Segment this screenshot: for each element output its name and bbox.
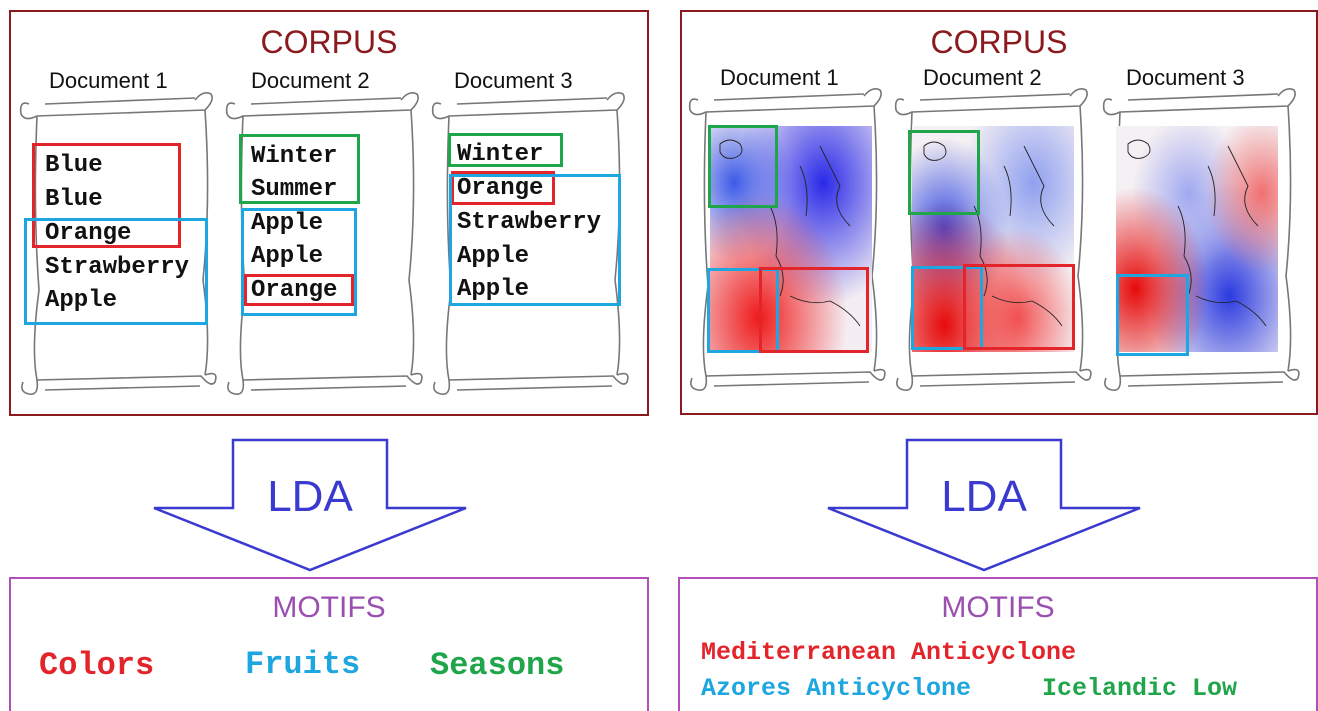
- right-doc2-label: Document 2: [923, 65, 1042, 90]
- doc3-seasons-highlight: [448, 133, 563, 167]
- scroll-icon: [19, 92, 217, 396]
- left-doc2-label: Document 2: [251, 68, 370, 93]
- doc2-colors-highlight: [244, 274, 354, 306]
- right-doc3-label: Document 3: [1126, 65, 1245, 90]
- motif-icelandic-low: Icelandic Low: [1042, 674, 1238, 703]
- right-lda-label: LDA: [941, 472, 1027, 521]
- scroll-icon: [431, 92, 629, 396]
- left-motifs-panel: MOTIFS Colors Fruits Seasons: [9, 577, 649, 711]
- map2-mediterranean-highlight: [963, 264, 1075, 350]
- left-lda-arrow: [153, 438, 467, 572]
- map1-azores-highlight: [707, 268, 779, 353]
- doc1-word: Blue: [45, 186, 103, 213]
- doc1-colors-highlight: [32, 143, 181, 248]
- doc2-word: Winter: [251, 143, 338, 170]
- pressure-anomaly-map-1: [710, 126, 872, 352]
- right-lda-arrow: [827, 438, 1141, 572]
- left-doc1-label: Document 1: [49, 68, 168, 93]
- left-corpus-title: CORPUS: [260, 24, 398, 60]
- right-motifs-title: MOTIFS: [941, 591, 1055, 624]
- pressure-anomaly-map-2: [912, 126, 1074, 352]
- pressure-anomaly-map-3: [1116, 126, 1278, 352]
- doc2-word: Apple: [251, 210, 324, 237]
- motif-fruits: Fruits: [245, 646, 361, 683]
- doc3-word: Winter: [457, 141, 544, 168]
- doc3-fruits-highlight: [449, 174, 621, 306]
- doc1-fruits-highlight: [24, 218, 208, 325]
- right-corpus-panel: CORPUS Document 1 Document 2 Document 3: [680, 10, 1318, 415]
- map2-azores-highlight: [911, 266, 983, 350]
- right-motifs-panel: MOTIFS Mediterranean Anticyclone Azores …: [678, 577, 1318, 711]
- doc2-word: Orange: [251, 277, 338, 304]
- left-lda-label: LDA: [267, 472, 353, 521]
- motif-colors: Colors: [39, 647, 155, 684]
- motif-azores-anticyclone: Azores Anticyclone: [701, 674, 972, 703]
- map1-mediterranean-highlight: [759, 267, 869, 353]
- doc3-word: Apple: [457, 243, 530, 270]
- left-corpus-panel: CORPUS Document 1 Document 2 Document 3: [9, 10, 649, 416]
- doc1-word: Apple: [45, 287, 118, 314]
- map2-icelandic-highlight: [908, 130, 980, 215]
- doc3-word: Orange: [457, 175, 544, 202]
- doc2-word: Apple: [251, 243, 324, 270]
- motif-seasons: Seasons: [430, 647, 565, 684]
- doc2-word: Summer: [251, 176, 338, 203]
- doc1-word: Orange: [45, 220, 132, 247]
- doc3-colors-highlight: [451, 171, 555, 205]
- motif-mediterranean-anticyclone: Mediterranean Anticyclone: [701, 638, 1077, 667]
- doc3-word: Apple: [457, 276, 530, 303]
- right-corpus-title: CORPUS: [930, 24, 1068, 60]
- map3-azores-highlight: [1116, 274, 1189, 356]
- map1-icelandic-highlight: [708, 125, 778, 208]
- doc2-seasons-highlight: [239, 134, 360, 204]
- doc1-word: Strawberry: [45, 254, 190, 281]
- right-doc1-label: Document 1: [720, 65, 839, 90]
- doc2-fruits-highlight: [241, 208, 357, 316]
- left-motifs-title: MOTIFS: [272, 591, 386, 624]
- doc1-word: Blue: [45, 152, 103, 179]
- left-doc3-label: Document 3: [454, 68, 573, 93]
- doc3-word: Strawberry: [457, 209, 602, 236]
